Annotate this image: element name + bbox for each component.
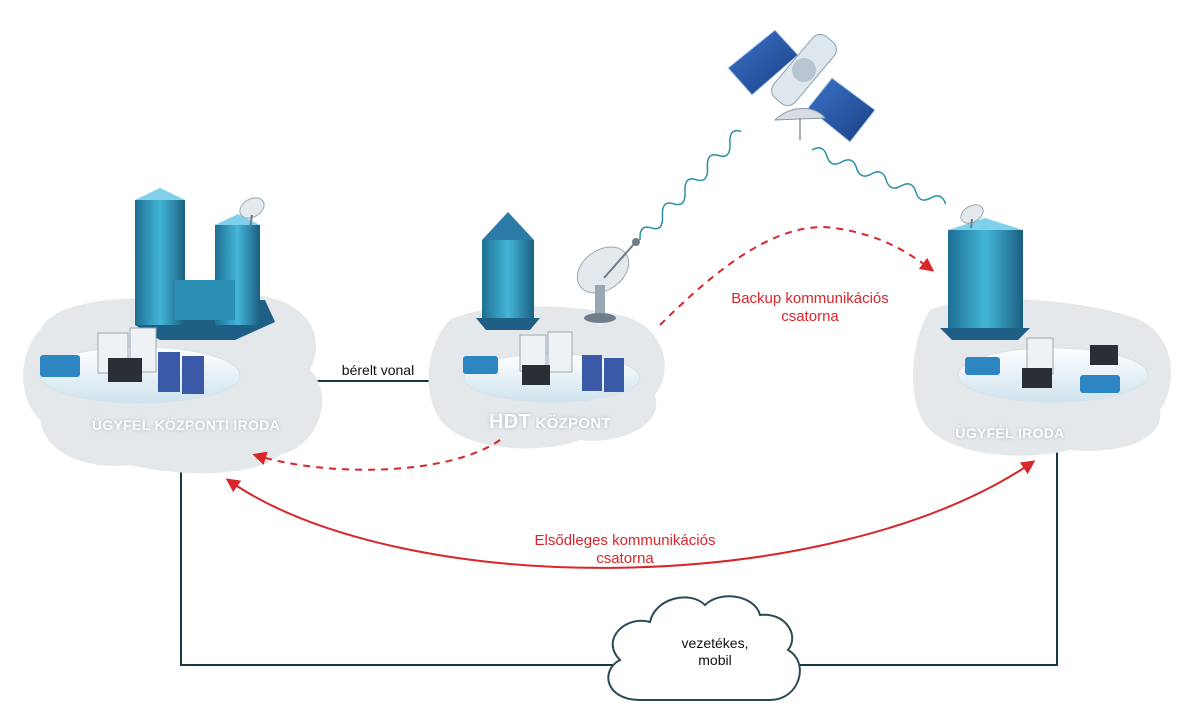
center-site-label-main: HDT bbox=[489, 411, 532, 433]
center-site-label: HDT KÖZPONT bbox=[470, 410, 630, 434]
left-office-building bbox=[135, 188, 275, 340]
backup-label-line2: csatorna bbox=[781, 308, 839, 325]
backup-label-line1: Backup kommunikációs bbox=[731, 290, 889, 307]
hdt-satellite-dish-icon bbox=[576, 238, 640, 323]
left-equipment-icons bbox=[40, 327, 204, 394]
right-site-label: ÜGYFÉL IRODA bbox=[955, 425, 1065, 441]
satellite-signal-right bbox=[811, 147, 947, 205]
backup-channel-label: Backup kommunikációs csatorna bbox=[700, 290, 920, 326]
backup-arrow-to-right bbox=[659, 226, 935, 326]
right-office-building bbox=[940, 218, 1030, 340]
right-satellite-dish-icon bbox=[960, 204, 984, 229]
satellite-signal-left bbox=[639, 129, 742, 241]
primary-arrow bbox=[225, 460, 1036, 569]
primary-label-line1: Elsődleges kommunikációs bbox=[534, 532, 716, 549]
center-site-label-sub: KÖZPONT bbox=[535, 415, 611, 432]
cloud-label-line1: vezetékes, bbox=[681, 635, 749, 651]
center-equipment-icons bbox=[463, 331, 624, 392]
primary-label-line2: csatorna bbox=[596, 550, 654, 567]
cloud-shape bbox=[607, 595, 801, 701]
cloud-label-line2: mobil bbox=[698, 651, 732, 668]
left-site-label: ÜGYFÉL KÖZPONTI IRODA bbox=[91, 417, 281, 433]
satellite-icon bbox=[727, 29, 876, 143]
leased-line-label: bérelt vonal bbox=[341, 362, 415, 378]
right-equipment-icons bbox=[965, 337, 1120, 393]
left-satellite-dish-icon bbox=[239, 197, 265, 229]
primary-channel-label: Elsődleges kommunikációs csatorna bbox=[505, 532, 745, 568]
cloud-label: vezetékes, mobil bbox=[655, 635, 775, 669]
hdt-tower-building bbox=[476, 212, 540, 330]
